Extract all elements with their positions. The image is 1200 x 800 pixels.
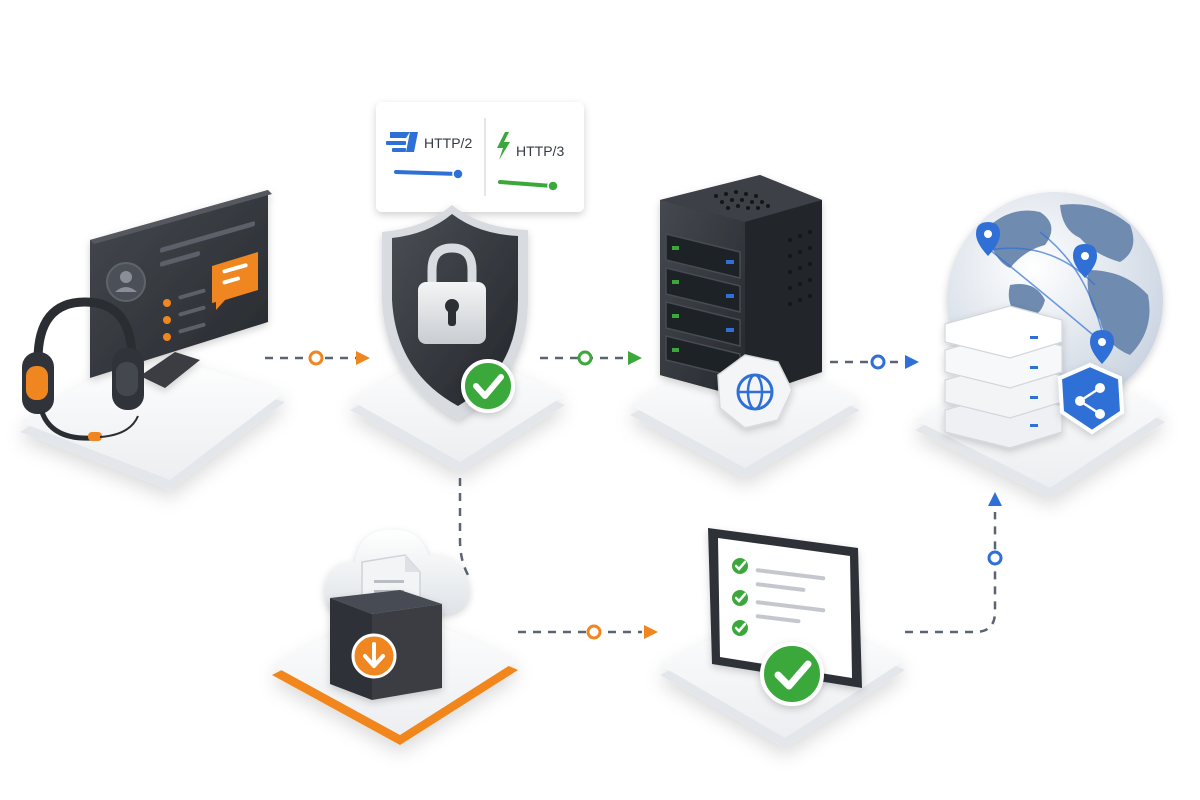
server-rack-icon: [660, 175, 822, 398]
http2-label: HTTP/2: [424, 135, 472, 151]
protocol-comparison-panel[interactable]: HTTP/2 HTTP/3: [376, 102, 584, 212]
http3-label: HTTP/3: [516, 143, 564, 159]
support-agent-node[interactable]: [22, 190, 272, 441]
security-node[interactable]: [382, 205, 528, 420]
padlock-icon: [418, 243, 486, 344]
connector-support-to-security: [265, 350, 370, 366]
connector-server-to-cdn: [830, 354, 919, 370]
http3-slider[interactable]: [498, 180, 559, 192]
checklist-screen-icon: [708, 528, 862, 688]
http2-slider[interactable]: [394, 168, 464, 180]
lightning-bolt-icon: [497, 132, 510, 160]
global-cdn-node[interactable]: [944, 192, 1163, 449]
server-drive-bays: [665, 233, 741, 379]
archive-box-icon: [330, 590, 442, 700]
headset-icon: [22, 297, 144, 441]
speed-lines-icon: [386, 132, 418, 152]
platform-support: [20, 350, 285, 490]
connector-cloud-to-verification: [518, 624, 658, 640]
verification-node[interactable]: [708, 528, 862, 706]
http2-option[interactable]: HTTP/2: [386, 132, 472, 180]
web-server-node[interactable]: [660, 175, 822, 429]
globe-badge-icon: [717, 354, 793, 429]
connector-security-to-cloud: [458, 478, 470, 576]
check-badge-icon: [760, 642, 824, 706]
download-icon: [351, 633, 397, 679]
chat-bubble-icon: [212, 252, 258, 310]
check-badge-icon: [461, 359, 515, 413]
http3-option[interactable]: HTTP/3: [497, 132, 564, 192]
location-pin-icons: [976, 222, 1114, 364]
connector-verification-to-cdn: [905, 492, 1003, 634]
cloud-download-node[interactable]: [324, 529, 470, 700]
monitor-icon: [90, 190, 272, 388]
share-badge-icon: [1057, 362, 1125, 435]
storage-stack-icon: [944, 305, 1063, 449]
connector-security-to-server: [540, 350, 642, 366]
